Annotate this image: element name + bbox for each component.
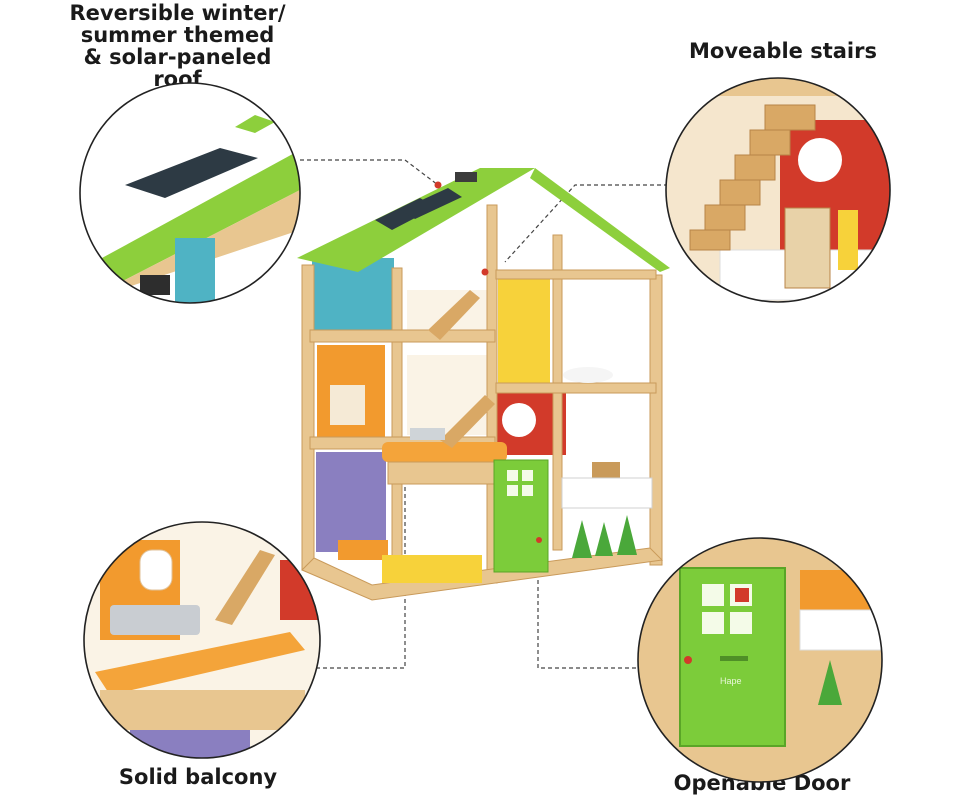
balcony-rail [382,442,507,462]
chimney-hole [455,172,477,182]
balcony-rail-closeup [95,632,305,695]
balcony-connector [316,466,406,669]
green-roof [297,168,535,272]
solar-panel-closeup [125,148,258,198]
solar-panel [375,188,462,230]
stairs-detail-circle [665,77,891,303]
door-connector [537,545,640,669]
bed-closeup [110,605,200,635]
roof-detail-circle [79,82,301,304]
upper-stairs [428,290,480,340]
dollhouse [297,168,670,601]
stairs-feature-label: Moveable stairs [689,39,877,63]
purple-wall [316,452,386,552]
stairs-closeup [689,104,816,251]
lower-stairs [440,395,495,448]
roof-feature-label: Reversible winter/ summer themed & solar… [69,1,286,91]
yellow-wall [498,278,550,383]
round-window [502,403,536,437]
balcony-detail-circle [83,521,321,759]
floor-2 [309,329,496,343]
roof-connector [300,159,439,186]
front-door [493,459,549,573]
door-detail-circle [637,537,883,783]
door-brand-mark: Hape [720,676,742,686]
callout-connectors [300,159,668,669]
stairs-connector [504,184,668,263]
balcony-feature-label: Solid balcony [118,765,278,789]
left-post [301,264,315,571]
tree-decals [572,515,637,558]
